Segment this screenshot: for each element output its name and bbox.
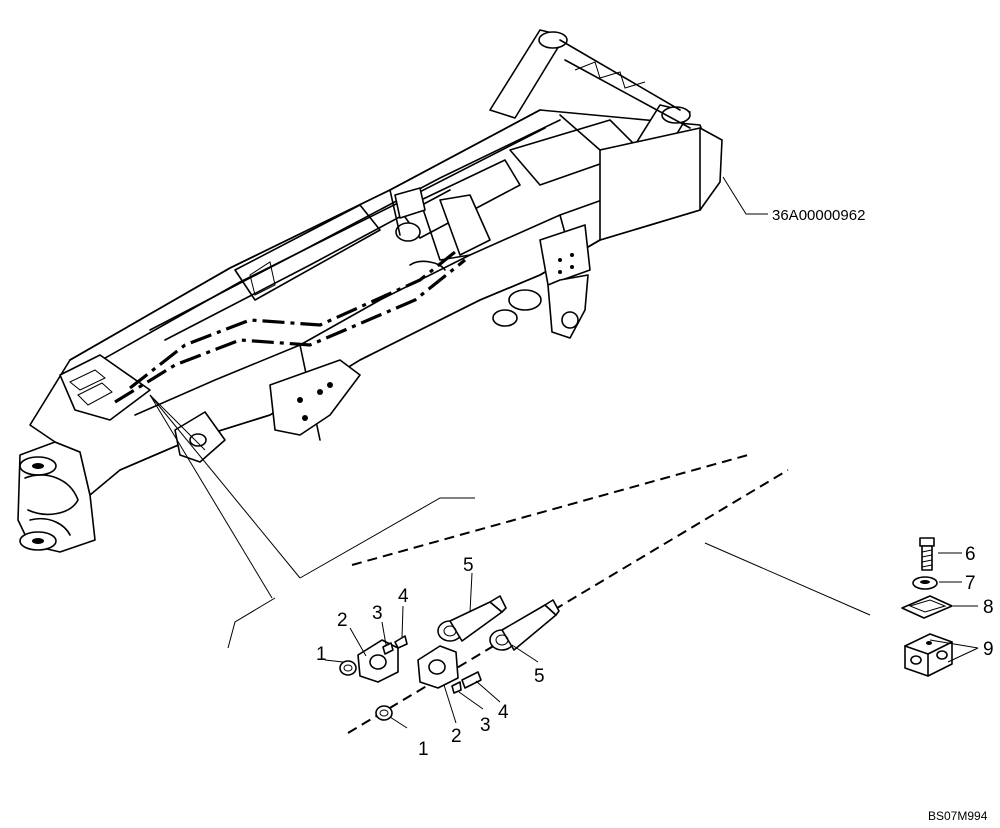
chassis-frame — [17, 29, 723, 553]
cover-plate-8 — [901, 595, 953, 619]
washer-1-lower — [375, 705, 393, 721]
exploded-pin-assembly: 1 2 3 4 5 1 2 3 4 5 — [316, 454, 789, 760]
callout-4-right: 4 — [498, 702, 509, 723]
bolt-6 — [919, 537, 935, 547]
drawing-code: BS07M994 — [928, 809, 988, 823]
callout-2-left: 2 — [337, 610, 348, 631]
callout-1-right: 1 — [418, 739, 429, 760]
assembly-reference: 36A00000962 — [772, 207, 865, 224]
callout-2-right: 2 — [451, 726, 462, 747]
washer-1-upper — [339, 660, 357, 676]
callout-8: 8 — [983, 597, 994, 618]
bolt-4-lower — [461, 671, 482, 689]
callout-5-left: 5 — [463, 555, 474, 576]
bolt-4-upper — [394, 635, 408, 649]
callout-5-right: 5 — [534, 666, 545, 687]
callout-6: 6 — [965, 544, 976, 565]
detail-leader-lines — [149, 176, 871, 649]
clamp-hardware-detail: 6 7 8 9 — [901, 537, 994, 677]
callout-3-left: 3 — [372, 603, 383, 624]
lockwasher-3-upper — [382, 642, 394, 655]
callout-1-left: 1 — [316, 644, 327, 665]
callout-4-left: 4 — [398, 586, 409, 607]
callout-3-right: 3 — [480, 715, 491, 736]
callout-7: 7 — [965, 573, 976, 594]
callout-9: 9 — [983, 639, 994, 660]
lockwasher-3-lower — [451, 681, 462, 694]
